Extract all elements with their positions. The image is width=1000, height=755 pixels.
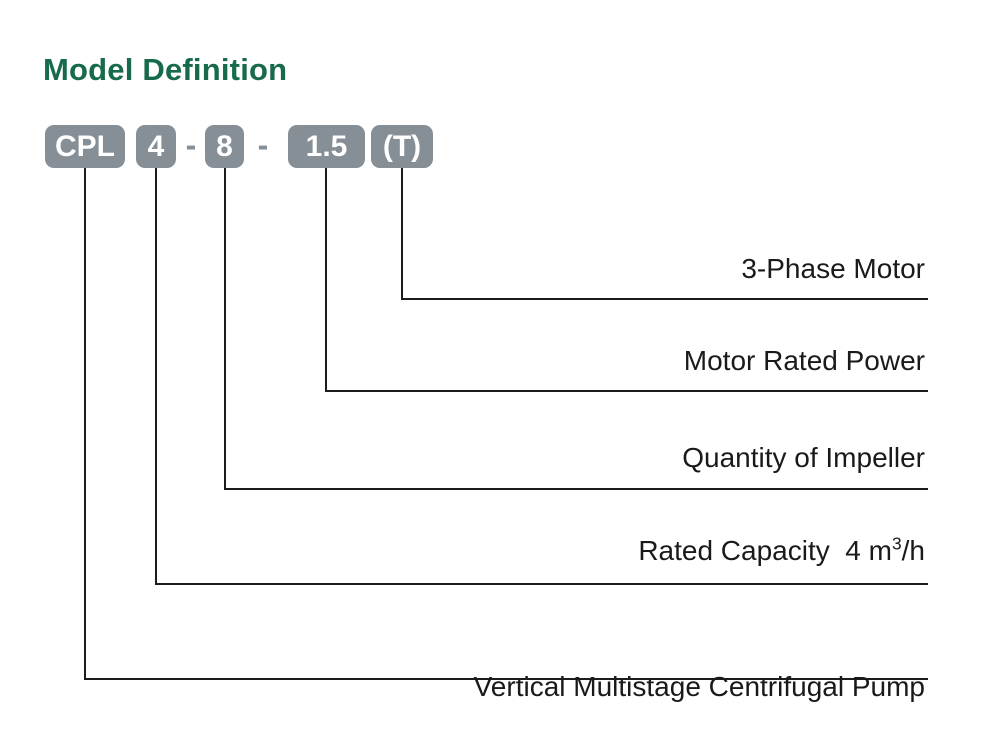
callout-line-capacity-vertical: [155, 168, 157, 585]
callout-line-impeller-vertical: [224, 168, 226, 490]
capacity-label-unit: /h: [901, 535, 925, 566]
capacity-label-text: Rated Capacity 4 m: [638, 535, 892, 566]
callout-label-series: Vertical Multistage Centrifugal Pump (Bo…: [474, 597, 925, 755]
callout-label-impeller: Quantity of Impeller: [682, 442, 925, 473]
model-code-segment-capacity: 4: [136, 125, 176, 168]
callout-label-capacity: Rated Capacity 4 m3/h: [638, 534, 925, 568]
callout-line-power-horizontal: [325, 390, 928, 392]
callout-line-capacity-horizontal: [155, 583, 928, 585]
callout-line-series-horizontal: [84, 678, 928, 680]
model-code-segment-impellers: 8: [205, 125, 244, 168]
callout-line-phase-horizontal: [401, 298, 928, 300]
callout-label-phase: 3-Phase Motor: [741, 253, 925, 284]
callout-line-impeller-horizontal: [224, 488, 928, 490]
model-code-separator: -: [185, 127, 197, 163]
capacity-label-superscript: 3: [891, 533, 902, 554]
model-code-segment-phase: (T): [371, 125, 433, 168]
model-code-segment-series: CPL: [45, 125, 125, 168]
callout-line-power-vertical: [325, 168, 327, 392]
page-title: Model Definition: [43, 52, 288, 87]
callout-label-power: Motor Rated Power: [683, 345, 925, 376]
callout-line-series-vertical: [84, 168, 86, 680]
series-label-line1: Vertical Multistage Centrifugal Pump: [473, 671, 925, 702]
callout-line-phase-vertical: [401, 168, 403, 300]
model-code-segment-power: 1.5: [288, 125, 365, 168]
model-code-separator: -: [257, 127, 269, 163]
